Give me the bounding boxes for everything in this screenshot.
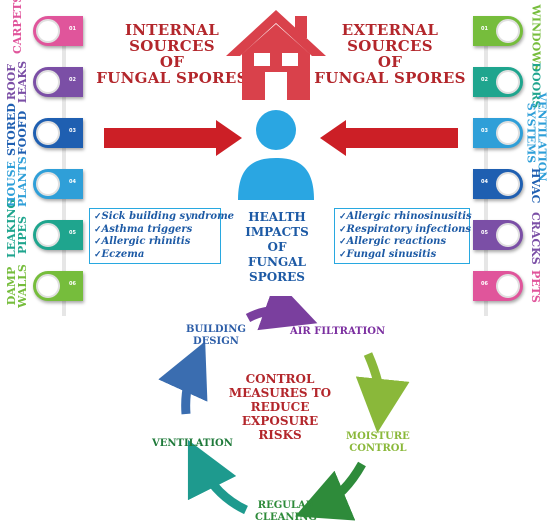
internal-arrow: [104, 120, 242, 156]
house-icon: [226, 10, 326, 100]
cycle-arrow-moisture-to-cleaning: [295, 461, 366, 521]
step-regular-cleaning: REGULAR CLEANING: [255, 500, 317, 523]
tab-knob: [36, 223, 60, 247]
tab-number: 01: [69, 26, 76, 32]
health-item: Respiratory infections: [339, 224, 472, 237]
tab-number: 04: [481, 179, 488, 185]
control-cycle: [158, 296, 410, 521]
internal-source-label: DAMP WALLS: [5, 264, 29, 308]
tab-knob: [36, 19, 60, 43]
internal-source-label: ROOF LEAKS: [5, 60, 29, 104]
health-item: Allergic rhinitis: [94, 236, 216, 249]
person-icon: [238, 110, 314, 200]
control-measures-title: CONTROL MEASURES TO REDUCE EXPOSURE RISK…: [228, 372, 332, 442]
tab-knob: [36, 172, 60, 196]
step-building-design: BUILDING DESIGN: [186, 324, 246, 347]
external-source-tab: 02: [473, 67, 523, 97]
tab-number: 03: [481, 128, 488, 134]
internal-rail: [62, 16, 66, 316]
tab-knob: [496, 274, 520, 298]
external-source-tab: 05: [473, 220, 523, 250]
external-source-label: PETS: [529, 270, 542, 303]
health-impacts-left-list: Sick building syndrome Asthma triggers A…: [89, 208, 235, 264]
tab-knob: [36, 70, 60, 94]
tab-number: 02: [69, 77, 76, 83]
tab-number: 01: [481, 26, 488, 32]
health-item: Allergic reactions: [339, 236, 465, 249]
internal-source-tab: 03: [33, 118, 83, 148]
tab-knob: [496, 19, 520, 43]
health-item: Eczema: [94, 249, 216, 262]
tab-number: 05: [69, 230, 76, 236]
step-air-filtration: AIR FILTRATION: [290, 326, 386, 337]
health-item: Sick building syndrome: [94, 211, 235, 224]
external-arrow: [320, 120, 458, 156]
external-source-label: VENTILATION SYSTEMS: [524, 92, 548, 182]
health-impacts-title: HEALTH IMPACTS OF FUNGAL SPORES: [245, 210, 309, 284]
step-ventilation: VENTILATION: [152, 438, 233, 449]
tab-number: 02: [481, 77, 488, 83]
internal-source-tab: 04: [33, 169, 83, 199]
tab-number: 03: [69, 128, 76, 134]
external-source-label: HVAC: [529, 168, 542, 204]
tab-number: 05: [481, 230, 488, 236]
health-item: Asthma triggers: [94, 224, 216, 237]
internal-source-label: CARPETS: [11, 0, 24, 54]
external-source-tab: 04: [473, 169, 523, 199]
step-moisture-control: MOISTURE CONTROL: [346, 431, 410, 454]
internal-source-tab: 01: [33, 16, 83, 46]
tab-number: 06: [69, 281, 76, 287]
internal-source-tab: 06: [33, 271, 83, 301]
internal-source-tab: 02: [33, 67, 83, 97]
health-item: Allergic rhinosinusitis: [339, 211, 472, 224]
health-impacts-right-list: Allergic rhinosinusitis Respiratory infe…: [334, 208, 472, 264]
tab-knob: [36, 274, 60, 298]
external-rail: [484, 16, 488, 316]
external-source-label: WINDOWS: [529, 4, 542, 72]
external-source-label: CRACKS: [529, 212, 542, 265]
health-item: Fungal sinusitis: [339, 249, 465, 262]
tab-knob: [496, 70, 520, 94]
internal-source-label: STORED FOOFD: [5, 103, 29, 156]
tab-knob: [496, 121, 520, 145]
tab-knob: [496, 223, 520, 247]
cycle-arrow-design-to-filtration: [245, 296, 318, 331]
internal-source-label: LEAKING PIPES: [5, 199, 29, 258]
cycle-arrow-cleaning-to-ventilation: [187, 439, 248, 515]
internal-sources-title: INTERNAL SOURCES OF FUNGAL SPORES: [96, 21, 248, 87]
internal-source-tab: 05: [33, 220, 83, 250]
cycle-arrow-ventilation-to-design: [158, 341, 208, 415]
external-source-tab: 03: [473, 118, 523, 148]
external-source-tab: 06: [473, 271, 523, 301]
tab-number: 04: [69, 179, 76, 185]
tab-number: 06: [481, 281, 488, 287]
cycle-arrow-filtration-to-moisture: [355, 352, 410, 433]
external-sources-title: EXTERNAL SOURCES OF FUNGAL SPORES: [314, 21, 466, 87]
tab-knob: [496, 172, 520, 196]
external-source-tab: 01: [473, 16, 523, 46]
tab-knob: [36, 121, 60, 145]
